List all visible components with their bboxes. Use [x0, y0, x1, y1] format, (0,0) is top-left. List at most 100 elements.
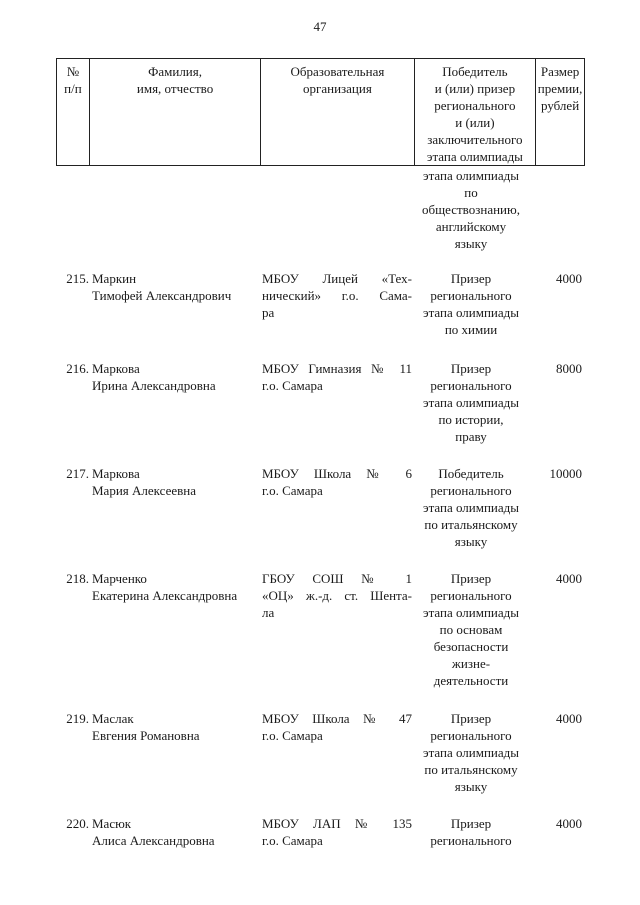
- header-col-name: Фамилия, имя, отчество: [90, 59, 262, 165]
- header-text: и (или): [455, 115, 495, 130]
- header-text: Победитель: [442, 64, 508, 79]
- org-line: МБОУ Лицей «Тех-: [262, 271, 412, 286]
- org-line: «ОЦ» ж.-д. ст. Шента-: [262, 588, 412, 603]
- prize-amount: 4000: [556, 816, 582, 831]
- org-line: ра: [262, 305, 275, 320]
- status-line: деятельности: [433, 673, 509, 688]
- header-text: п/п: [64, 81, 82, 96]
- header-text: №: [66, 64, 80, 79]
- row-number: 217.: [66, 466, 89, 481]
- participant-name: Масюк Алиса Александровна: [92, 815, 262, 849]
- participant-name: Маркова Мария Алексеевна: [92, 465, 262, 499]
- header-text: Фамилия,: [148, 64, 202, 79]
- participant-name: Маркова Ирина Александровна: [92, 360, 262, 394]
- status-line: языку: [454, 779, 488, 794]
- status-line: английскому: [435, 219, 507, 234]
- name-line: Мария Алексеевна: [92, 483, 196, 498]
- olympiad-status: Призер регионального: [410, 815, 532, 849]
- status-line: по итальянскому: [424, 517, 518, 532]
- header-text: Размер: [540, 64, 580, 79]
- status-line: Победитель: [438, 466, 504, 481]
- name-line: Маркова: [92, 361, 140, 376]
- header-col-prize: Размер премии, рублей: [536, 59, 584, 165]
- olympiad-status: Призер регионального этапа олимпиады по …: [410, 570, 532, 689]
- header-text: регионального: [434, 98, 516, 113]
- olympiad-status: Победитель регионального этапа олимпиады…: [410, 465, 532, 550]
- row-number: 215.: [66, 271, 89, 286]
- status-line: обществознанию,: [422, 202, 520, 217]
- participant-name: Марченко Екатерина Александровна: [92, 570, 262, 604]
- name-line: Алиса Александровна: [92, 833, 215, 848]
- status-line: по итальянскому: [424, 762, 518, 777]
- org-line: МБОУ ЛАП № 135: [262, 816, 412, 831]
- status-line: этапа олимпиады: [422, 745, 520, 760]
- prize-amount: 4000: [556, 711, 582, 726]
- header-text: этапа олимпиады: [426, 149, 523, 164]
- table-header: № п/п Фамилия, имя, отчество Образовател…: [56, 58, 585, 166]
- status-line: этапа олимпиады: [422, 500, 520, 515]
- organization: МБОУ Школа № 6 г.о. Самара: [262, 465, 412, 499]
- org-line: г.о. Самара: [262, 378, 323, 393]
- row-number: 218.: [66, 571, 89, 586]
- page-number: 47: [313, 19, 327, 34]
- status-line: регионального: [430, 483, 512, 498]
- status-line: Призер: [450, 271, 492, 286]
- name-line: Маркова: [92, 466, 140, 481]
- org-line: г.о. Самара: [262, 728, 323, 743]
- participant-name: Маслак Евгения Романовна: [92, 710, 262, 744]
- name-line: Марченко: [92, 571, 147, 586]
- name-line: Масюк: [92, 816, 132, 831]
- status-line: по истории,: [438, 412, 504, 427]
- row-number: 220.: [66, 816, 89, 831]
- org-line: нический» г.о. Сама-: [262, 288, 412, 303]
- status-line: жизне-: [451, 656, 491, 671]
- organization: МБОУ Гимназия № 11 г.о. Самара: [262, 360, 412, 394]
- status-line: языку: [454, 534, 488, 549]
- olympiad-status: Призер регионального этапа олимпиады по …: [410, 360, 532, 445]
- prize-amount: 4000: [556, 571, 582, 586]
- status-line: Призер: [450, 816, 492, 831]
- organization: ГБОУ СОШ № 1 «ОЦ» ж.-д. ст. Шента- ла: [262, 570, 412, 621]
- continued-status-cell: этапа олимпиады по обществознанию, англи…: [410, 167, 532, 252]
- status-line: безопасности: [433, 639, 509, 654]
- name-line: Евгения Романовна: [92, 728, 200, 743]
- header-col-organization: Образовательная организация: [261, 59, 415, 165]
- header-col-status: Победитель и (или) призер регионального …: [415, 59, 537, 165]
- status-line: по химии: [444, 322, 498, 337]
- org-line: г.о. Самара: [262, 833, 323, 848]
- status-line: регионального: [430, 378, 512, 393]
- header-text: рублей: [540, 98, 580, 113]
- name-line: Екатерина Александровна: [92, 588, 238, 603]
- header-text: заключительного: [427, 132, 523, 147]
- organization: МБОУ ЛАП № 135 г.о. Самара: [262, 815, 412, 849]
- header-text: имя, отчество: [136, 81, 214, 96]
- header-text: организация: [303, 81, 372, 96]
- status-line: Призер: [450, 571, 492, 586]
- name-line: Маркин: [92, 271, 137, 286]
- org-line: МБОУ Школа № 47: [262, 711, 412, 726]
- org-line: ГБОУ СОШ № 1: [262, 571, 412, 586]
- header-text: премии,: [537, 81, 583, 96]
- organization: МБОУ Школа № 47 г.о. Самара: [262, 710, 412, 744]
- status-line: этапа олимпиады: [422, 168, 520, 183]
- olympiad-status: Призер регионального этапа олимпиады по …: [410, 710, 532, 795]
- status-line: этапа олимпиады: [422, 305, 520, 320]
- prize-amount: 4000: [556, 271, 582, 286]
- org-line: г.о. Самара: [262, 483, 323, 498]
- status-line: регионального: [430, 588, 512, 603]
- participant-name: Маркин Тимофей Александрович: [92, 270, 262, 304]
- status-line: этапа олимпиады: [422, 605, 520, 620]
- prize-amount: 10000: [549, 466, 583, 481]
- header-col-number: № п/п: [57, 59, 90, 165]
- header-text: и (или) призер: [434, 81, 516, 96]
- status-line: праву: [455, 429, 487, 444]
- status-line: языку: [454, 236, 488, 251]
- name-line: Маслак: [92, 711, 134, 726]
- olympiad-status: Призер регионального этапа олимпиады по …: [410, 270, 532, 338]
- status-line: этапа олимпиады: [422, 395, 520, 410]
- status-line: по основам: [439, 622, 503, 637]
- prize-amount: 8000: [556, 361, 582, 376]
- name-line: Ирина Александровна: [92, 378, 216, 393]
- row-number: 216.: [66, 361, 89, 376]
- row-number: 219.: [66, 711, 89, 726]
